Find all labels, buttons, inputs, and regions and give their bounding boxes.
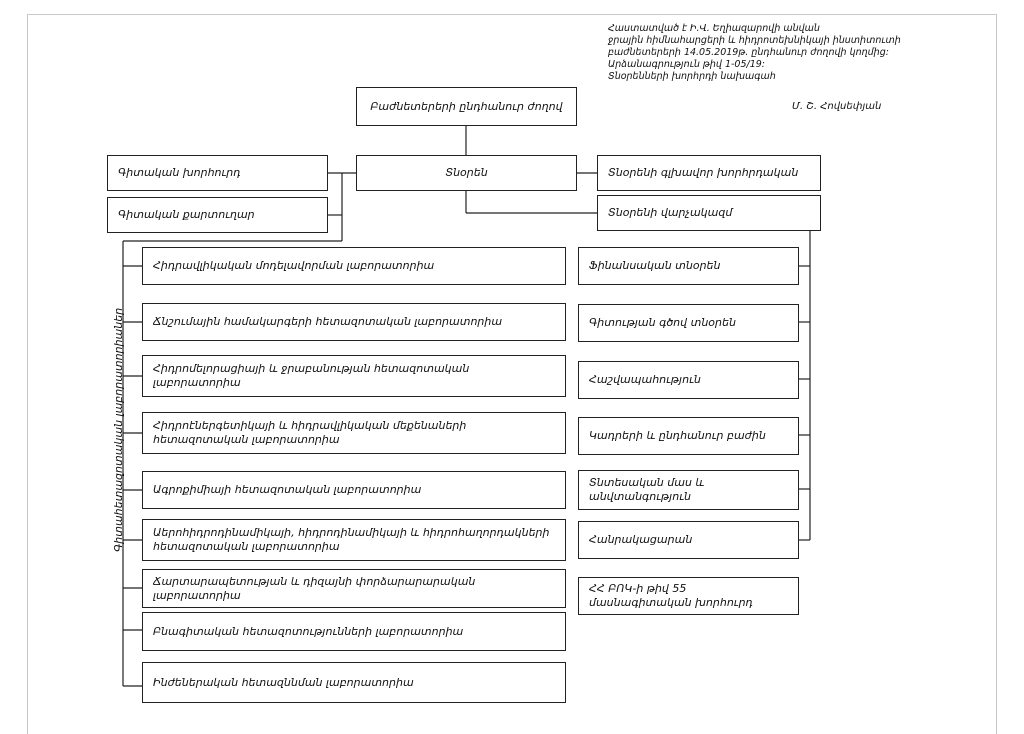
specialized-council-label: մասնագիտական խորհուրդ bbox=[589, 596, 753, 609]
lab-box: Բնագիտական հետազոտությունների լաբորատորի… bbox=[142, 612, 566, 651]
approval-line: Արձանագրություն թիվ 1-05/19: bbox=[608, 59, 765, 70]
approval-line: Տնօրենների խորհրդի նախագահ bbox=[608, 71, 776, 82]
director-label: Տնօրեն bbox=[445, 166, 488, 179]
unit-label: Գիտության գծով տնօրեն bbox=[589, 316, 736, 329]
unit-label: Ֆինանսական տնօրեն bbox=[589, 259, 721, 272]
director-office-label: Տնօրենի վարչակազմ bbox=[608, 206, 733, 219]
lab-label: Բնագիտական հետազոտությունների լաբորատորի… bbox=[153, 624, 464, 638]
unit-label: Տնտեսական մաս և bbox=[589, 476, 705, 489]
lab-box: Հիդրոմելորացիայի և ջրաբանության հետազոտա… bbox=[142, 355, 566, 397]
unit-box: Կադրերի և ընդհանուր բաժին bbox=[578, 417, 799, 455]
lab-label: Ճնշումային համակարգերի հետազոտական լաբոր… bbox=[153, 315, 503, 328]
assembly-box: Բաժնետերերի ընդհանուր ժողով bbox=[356, 87, 577, 126]
approval-line: Հաստատված է Ի.Վ. Եղիազարովի անվան bbox=[608, 23, 820, 34]
signature-name: Մ. Շ. Հովսեփյան bbox=[792, 101, 882, 112]
specialized-council-label: ՀՀ ԲՈԿ-ի թիվ 55 bbox=[589, 582, 687, 595]
lab-box: Ճնշումային համակարգերի հետազոտական լաբոր… bbox=[142, 303, 566, 341]
scientific-council-label: Գիտական խորհուրդ bbox=[118, 166, 241, 179]
scientific-council-box: Գիտական խորհուրդ bbox=[107, 155, 328, 191]
approval-line: ջրային հիմնահարցերի և հիդրոտեխնիկայի ինս… bbox=[608, 35, 901, 46]
unit-label: Հանրակացարան bbox=[589, 533, 693, 546]
lab-box: Ագրոքիմիայի հետազոտական լաբորատորիա bbox=[142, 471, 566, 509]
lab-box: Ինժեներական հետազննման լաբորատորիա bbox=[142, 662, 566, 703]
unit-label: անվտանգություն bbox=[589, 490, 691, 503]
lab-box: Հիդրավլիկական մոդելավորման լաբորատորիա bbox=[142, 247, 566, 285]
lab-label: լաբորատորիա bbox=[153, 588, 241, 602]
lab-box: Աերոհիդրոդինամիկայի, հիդրոդինամիկայի և հ… bbox=[142, 519, 566, 561]
lab-label: Հիդրոէներգետիկայի և հիդրավլիկական մեքենա… bbox=[153, 419, 467, 432]
lab-label: Ճարտարապետության և դիզայնի փորձարարարակա… bbox=[153, 574, 476, 588]
unit-box: Հանրակացարան bbox=[578, 521, 799, 559]
lab-label: հետազոտական լաբորատորիա bbox=[153, 540, 340, 553]
assembly-label: Բաժնետերերի ընդհանուր ժողով bbox=[370, 99, 563, 113]
director-office-box: Տնօրենի վարչակազմ bbox=[597, 195, 821, 231]
unit-box: Հաշվապահություն bbox=[578, 361, 799, 399]
lab-label: լաբորատորիա bbox=[153, 376, 241, 389]
chief-advisor-label: Տնօրենի գլխավոր խորհրդական bbox=[608, 166, 799, 179]
lab-label: Աերոհիդրոդինամիկայի, հիդրոդինամիկայի և հ… bbox=[153, 526, 550, 539]
lab-label: Ագրոքիմիայի հետազոտական լաբորատորիա bbox=[153, 483, 422, 496]
chief-advisor-box: Տնօրենի գլխավոր խորհրդական bbox=[597, 155, 821, 191]
unit-label: Կադրերի և ընդհանուր բաժին bbox=[589, 429, 766, 442]
scientific-secretary-label: Գիտական քարտուղար bbox=[118, 208, 255, 221]
lab-box: Ճարտարապետության և դիզայնի փորձարարարակա… bbox=[142, 569, 566, 608]
unit-box: Գիտության գծով տնօրեն bbox=[578, 304, 799, 342]
lab-label: Հիդրավլիկական մոդելավորման լաբորատորիա bbox=[153, 259, 435, 272]
unit-label: Հաշվապահություն bbox=[589, 373, 701, 386]
director-box: Տնօրեն bbox=[356, 155, 577, 191]
lab-label: Հիդրոմելորացիայի և ջրաբանության հետազոտա… bbox=[153, 362, 470, 375]
approval-line: բաժնետերերի 14.05.2019թ. ընդհանուր ժողով… bbox=[608, 47, 889, 58]
research-labs-label: Գիտահետազոտական լաբորատորիաներ bbox=[112, 307, 125, 552]
document-page bbox=[27, 14, 997, 734]
lab-box: Հիդրոէներգետիկայի և հիդրավլիկական մեքենա… bbox=[142, 412, 566, 454]
lab-label: հետազոտական լաբորատորիա bbox=[153, 433, 340, 446]
scientific-secretary-box: Գիտական քարտուղար bbox=[107, 197, 328, 233]
lab-label: Ինժեներական հետազննման լաբորատորիա bbox=[153, 675, 414, 689]
unit-box: Ֆինանսական տնօրեն bbox=[578, 247, 799, 285]
approval-note: Հաստատված է Ի.Վ. Եղիազարովի անվան ջրային… bbox=[608, 23, 908, 83]
